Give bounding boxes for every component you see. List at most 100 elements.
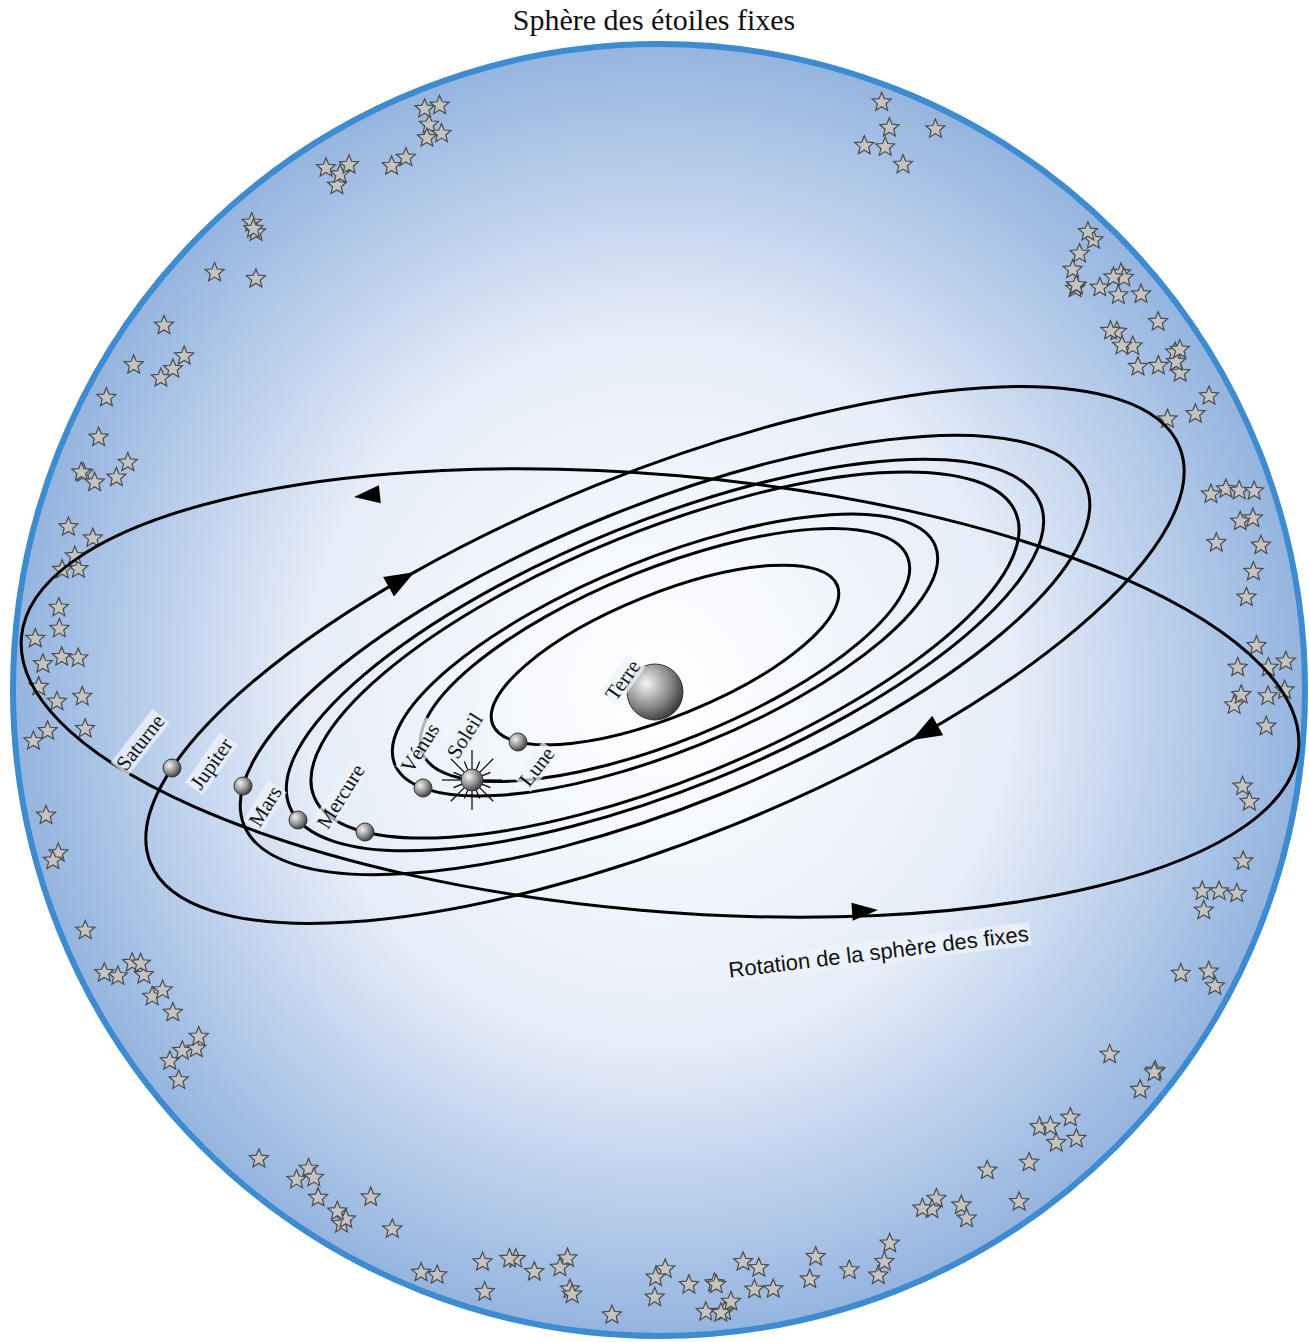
star — [1104, 267, 1123, 285]
star — [926, 119, 945, 137]
star — [1244, 562, 1263, 580]
orbit — [82, 277, 1248, 1033]
sun-ray — [481, 772, 490, 776]
sun-ray — [442, 779, 462, 780]
star — [646, 1267, 665, 1285]
star — [50, 619, 69, 637]
star — [913, 1198, 932, 1216]
fixed-sphere-rotation — [2, 420, 1309, 966]
star — [428, 1265, 447, 1283]
star — [244, 219, 263, 237]
sun — [461, 769, 483, 791]
star — [1010, 1192, 1029, 1210]
star — [382, 156, 401, 174]
star — [1207, 533, 1226, 551]
planet — [289, 811, 307, 829]
star — [175, 346, 194, 364]
orbit — [188, 346, 1142, 964]
star — [189, 1027, 208, 1045]
orbit-arrow — [385, 566, 415, 593]
star — [73, 687, 92, 705]
planet — [414, 779, 432, 797]
star — [97, 388, 116, 406]
star — [1232, 685, 1251, 703]
sphere-title: Sphère des étoiles fixes — [513, 4, 795, 36]
planet — [163, 759, 181, 777]
star — [806, 1247, 825, 1265]
star — [880, 1233, 899, 1251]
star — [1276, 651, 1295, 669]
star — [1231, 511, 1250, 529]
star — [430, 95, 449, 113]
star — [679, 1275, 698, 1293]
star — [1131, 1080, 1150, 1098]
star — [76, 719, 95, 737]
star — [76, 920, 95, 938]
star — [317, 158, 336, 176]
star — [1109, 285, 1128, 303]
planet — [356, 823, 374, 841]
star — [1067, 276, 1086, 294]
star — [107, 467, 126, 485]
star — [1132, 284, 1151, 302]
star — [59, 517, 78, 535]
star — [47, 692, 66, 710]
star — [1228, 658, 1247, 676]
star — [563, 1284, 582, 1302]
star — [764, 1279, 783, 1297]
star — [246, 269, 265, 287]
star — [163, 1003, 182, 1021]
star — [1193, 881, 1212, 899]
star — [1090, 278, 1109, 296]
star — [38, 721, 57, 739]
star — [1067, 1129, 1086, 1147]
star — [880, 118, 899, 136]
star — [957, 1208, 976, 1226]
star — [1257, 716, 1276, 734]
planet — [234, 777, 252, 795]
star — [33, 654, 52, 672]
fixed-stars — [24, 92, 1295, 1323]
star — [875, 1252, 894, 1270]
star — [1251, 535, 1270, 553]
star — [734, 1252, 753, 1270]
star — [1210, 881, 1229, 899]
star — [85, 472, 104, 490]
star — [328, 1201, 347, 1219]
star — [95, 963, 114, 981]
star — [340, 155, 359, 173]
orbit-arrow — [911, 718, 941, 745]
star — [721, 1292, 740, 1310]
star — [978, 1160, 997, 1178]
star — [1101, 321, 1120, 339]
star — [473, 1252, 492, 1270]
star — [1186, 404, 1205, 422]
star — [153, 980, 172, 998]
star — [89, 427, 108, 445]
star — [1170, 340, 1189, 358]
star — [37, 805, 56, 823]
star — [169, 1070, 188, 1088]
celestial-sphere — [13, 44, 1305, 1336]
star — [1100, 1045, 1119, 1063]
star — [131, 953, 150, 971]
sun-ray — [482, 779, 502, 780]
star — [749, 1258, 768, 1276]
star — [383, 1219, 402, 1237]
planet-orbits — [82, 277, 1248, 1033]
star — [711, 1303, 730, 1321]
sun-ray — [471, 790, 472, 810]
star — [43, 851, 62, 869]
star — [160, 1051, 179, 1069]
star — [840, 1260, 859, 1278]
star — [108, 966, 127, 984]
star — [1247, 636, 1266, 654]
star — [304, 1168, 323, 1186]
star — [361, 1187, 380, 1205]
star — [707, 1275, 726, 1293]
star — [69, 648, 88, 666]
star — [155, 315, 174, 333]
star — [118, 453, 137, 471]
